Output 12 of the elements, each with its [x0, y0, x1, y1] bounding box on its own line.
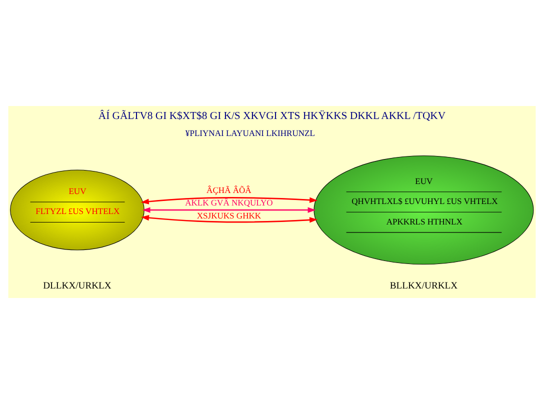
edge-label: XSJKUKS GHKK [196, 210, 262, 220]
arrow [140, 214, 318, 222]
node-label: DLLKX/URKLX [43, 280, 112, 292]
edge-label: ÂÇHÃ ÂÕÂ [206, 184, 252, 194]
diagram-title: ÂÍ GÃLTV8 GI K$XT$8 GI K/S XKVGI XTS HKŸKKS DKKL AKKL /TQKV [98, 109, 446, 122]
node-ellipse: EUV QHVHTLXL$ £UVUHYL £US VHTELX APKKRLS HTHNLX [314, 154, 534, 264]
node-label: BLLKX/URKLX [390, 280, 458, 292]
arrow [142, 206, 316, 212]
node-ellipse: EUV FLTYZL £US VHTELX [10, 169, 144, 250]
edge-label: AKLK GVÂ NKQULYO [185, 197, 273, 208]
arrow [140, 196, 318, 204]
label: ¥PLIYNAI LAYUANI LKIHRUNZL [185, 127, 315, 138]
